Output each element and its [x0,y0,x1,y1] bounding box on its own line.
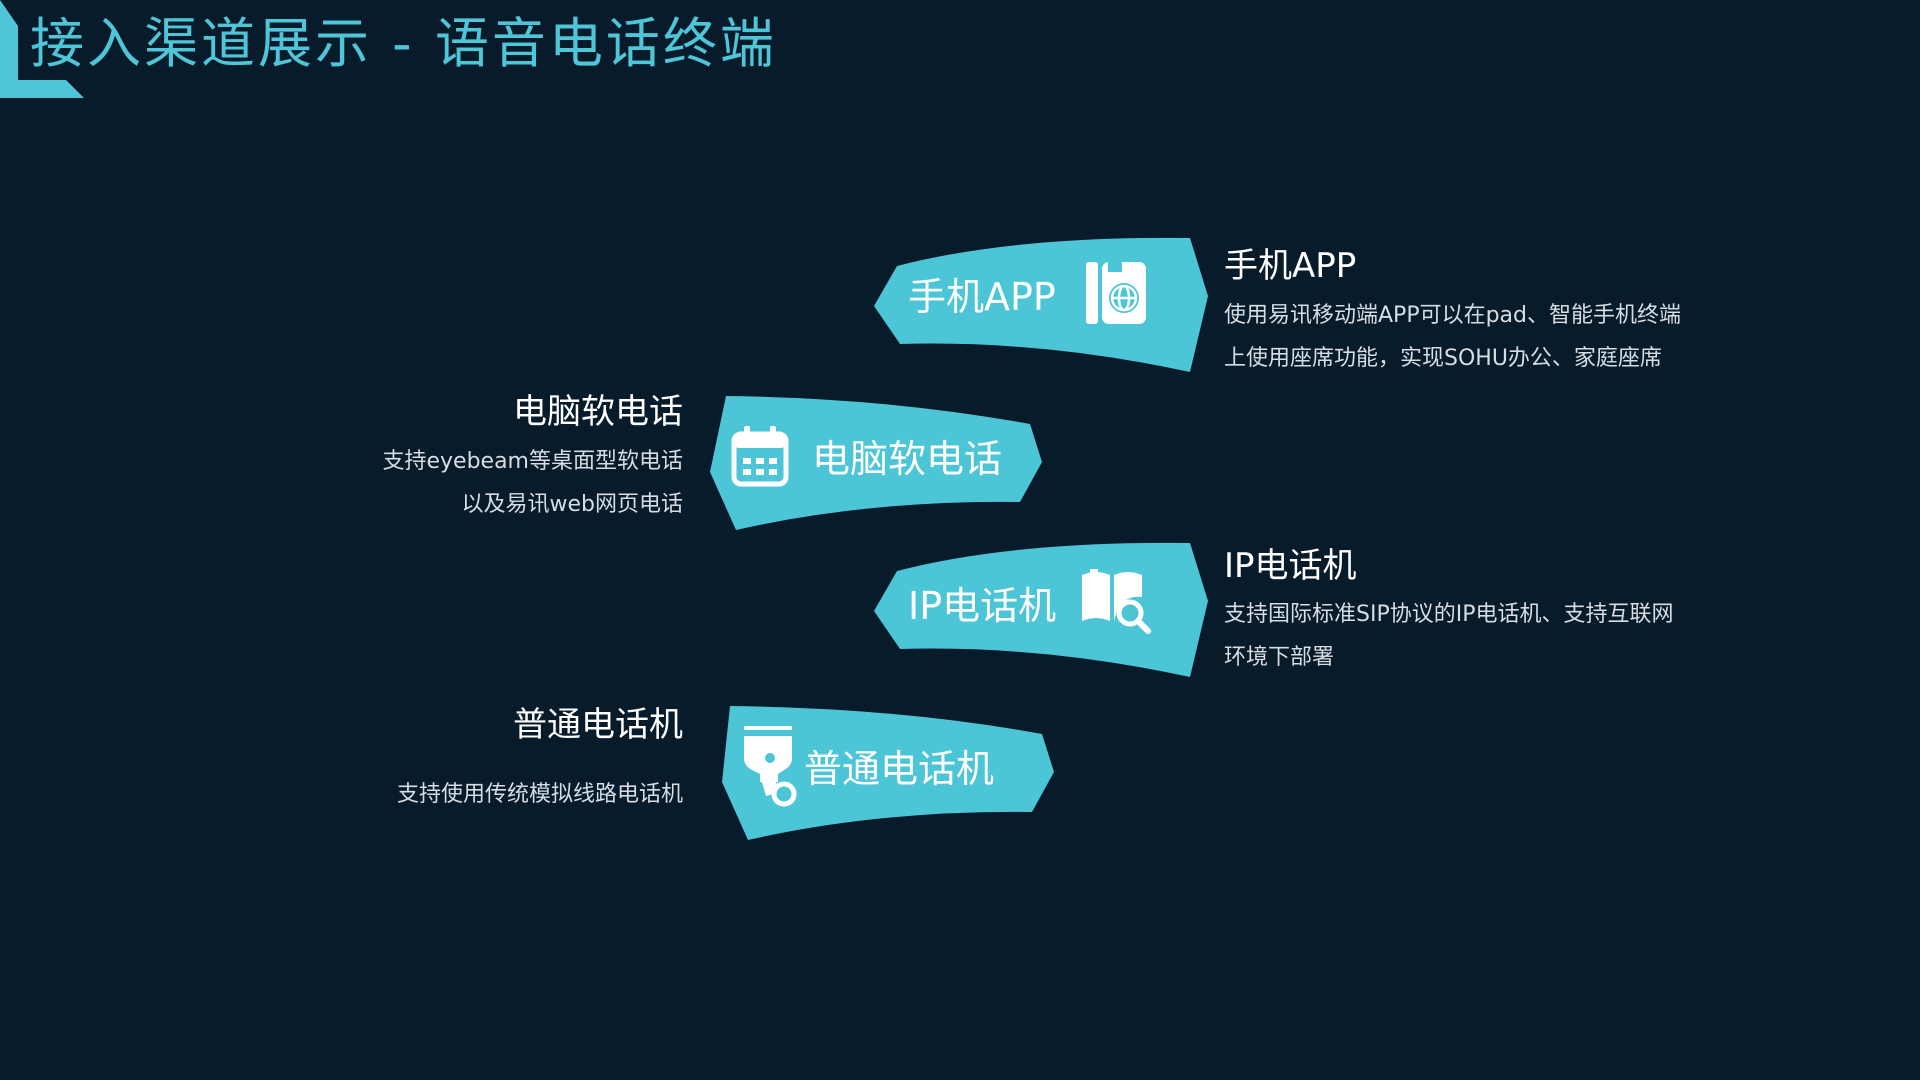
channel-desc-line: 支持使用传统模拟线路电话机 [396,782,683,807]
tab-shape [722,706,1054,840]
calendar-icon [731,426,789,487]
channel-desc-line: 使用易讯移动端APP可以在pad、智能手机终端 [1224,303,1681,328]
tab-ip-phone: IP电话机 [872,541,1212,679]
channel-title: IP电话机 [1224,546,1357,586]
pin-tool-icon [744,726,797,807]
channel-desc-line: 环境下部署 [1224,645,1335,670]
channel-title: 普通电话机 [513,705,683,745]
tab-pc-softphone: 电脑软电话 [708,394,1044,532]
tab-landline-phone: 普通电话机 [720,704,1056,842]
channel-title: 手机APP [1224,246,1357,286]
tab-mobile-app: 手机APP [872,236,1212,374]
book-search-icon [1082,569,1151,634]
mobile-globe-icon [1086,258,1146,324]
channel-title: 电脑软电话 [513,392,683,432]
tab-label: 手机APP [908,275,1056,319]
corner-decoration [0,0,84,98]
tab-label: 电脑软电话 [812,437,1003,481]
tab-label: 普通电话机 [804,747,995,791]
tab-label: IP电话机 [908,584,1057,628]
channel-desc-line: 以及易讯web网页电话 [461,492,684,517]
page-title: 接入渠道展示 - 语音电话终端 [30,12,777,75]
channel-desc-line: 上使用座席功能，实现SOHU办公、家庭座席 [1224,346,1662,371]
channel-desc-line: 支持eyebeam等桌面型软电话 [382,449,683,474]
tab-shape [710,396,1042,530]
channel-desc-line: 支持国际标准SIP协议的IP电话机、支持互联网 [1224,602,1674,627]
